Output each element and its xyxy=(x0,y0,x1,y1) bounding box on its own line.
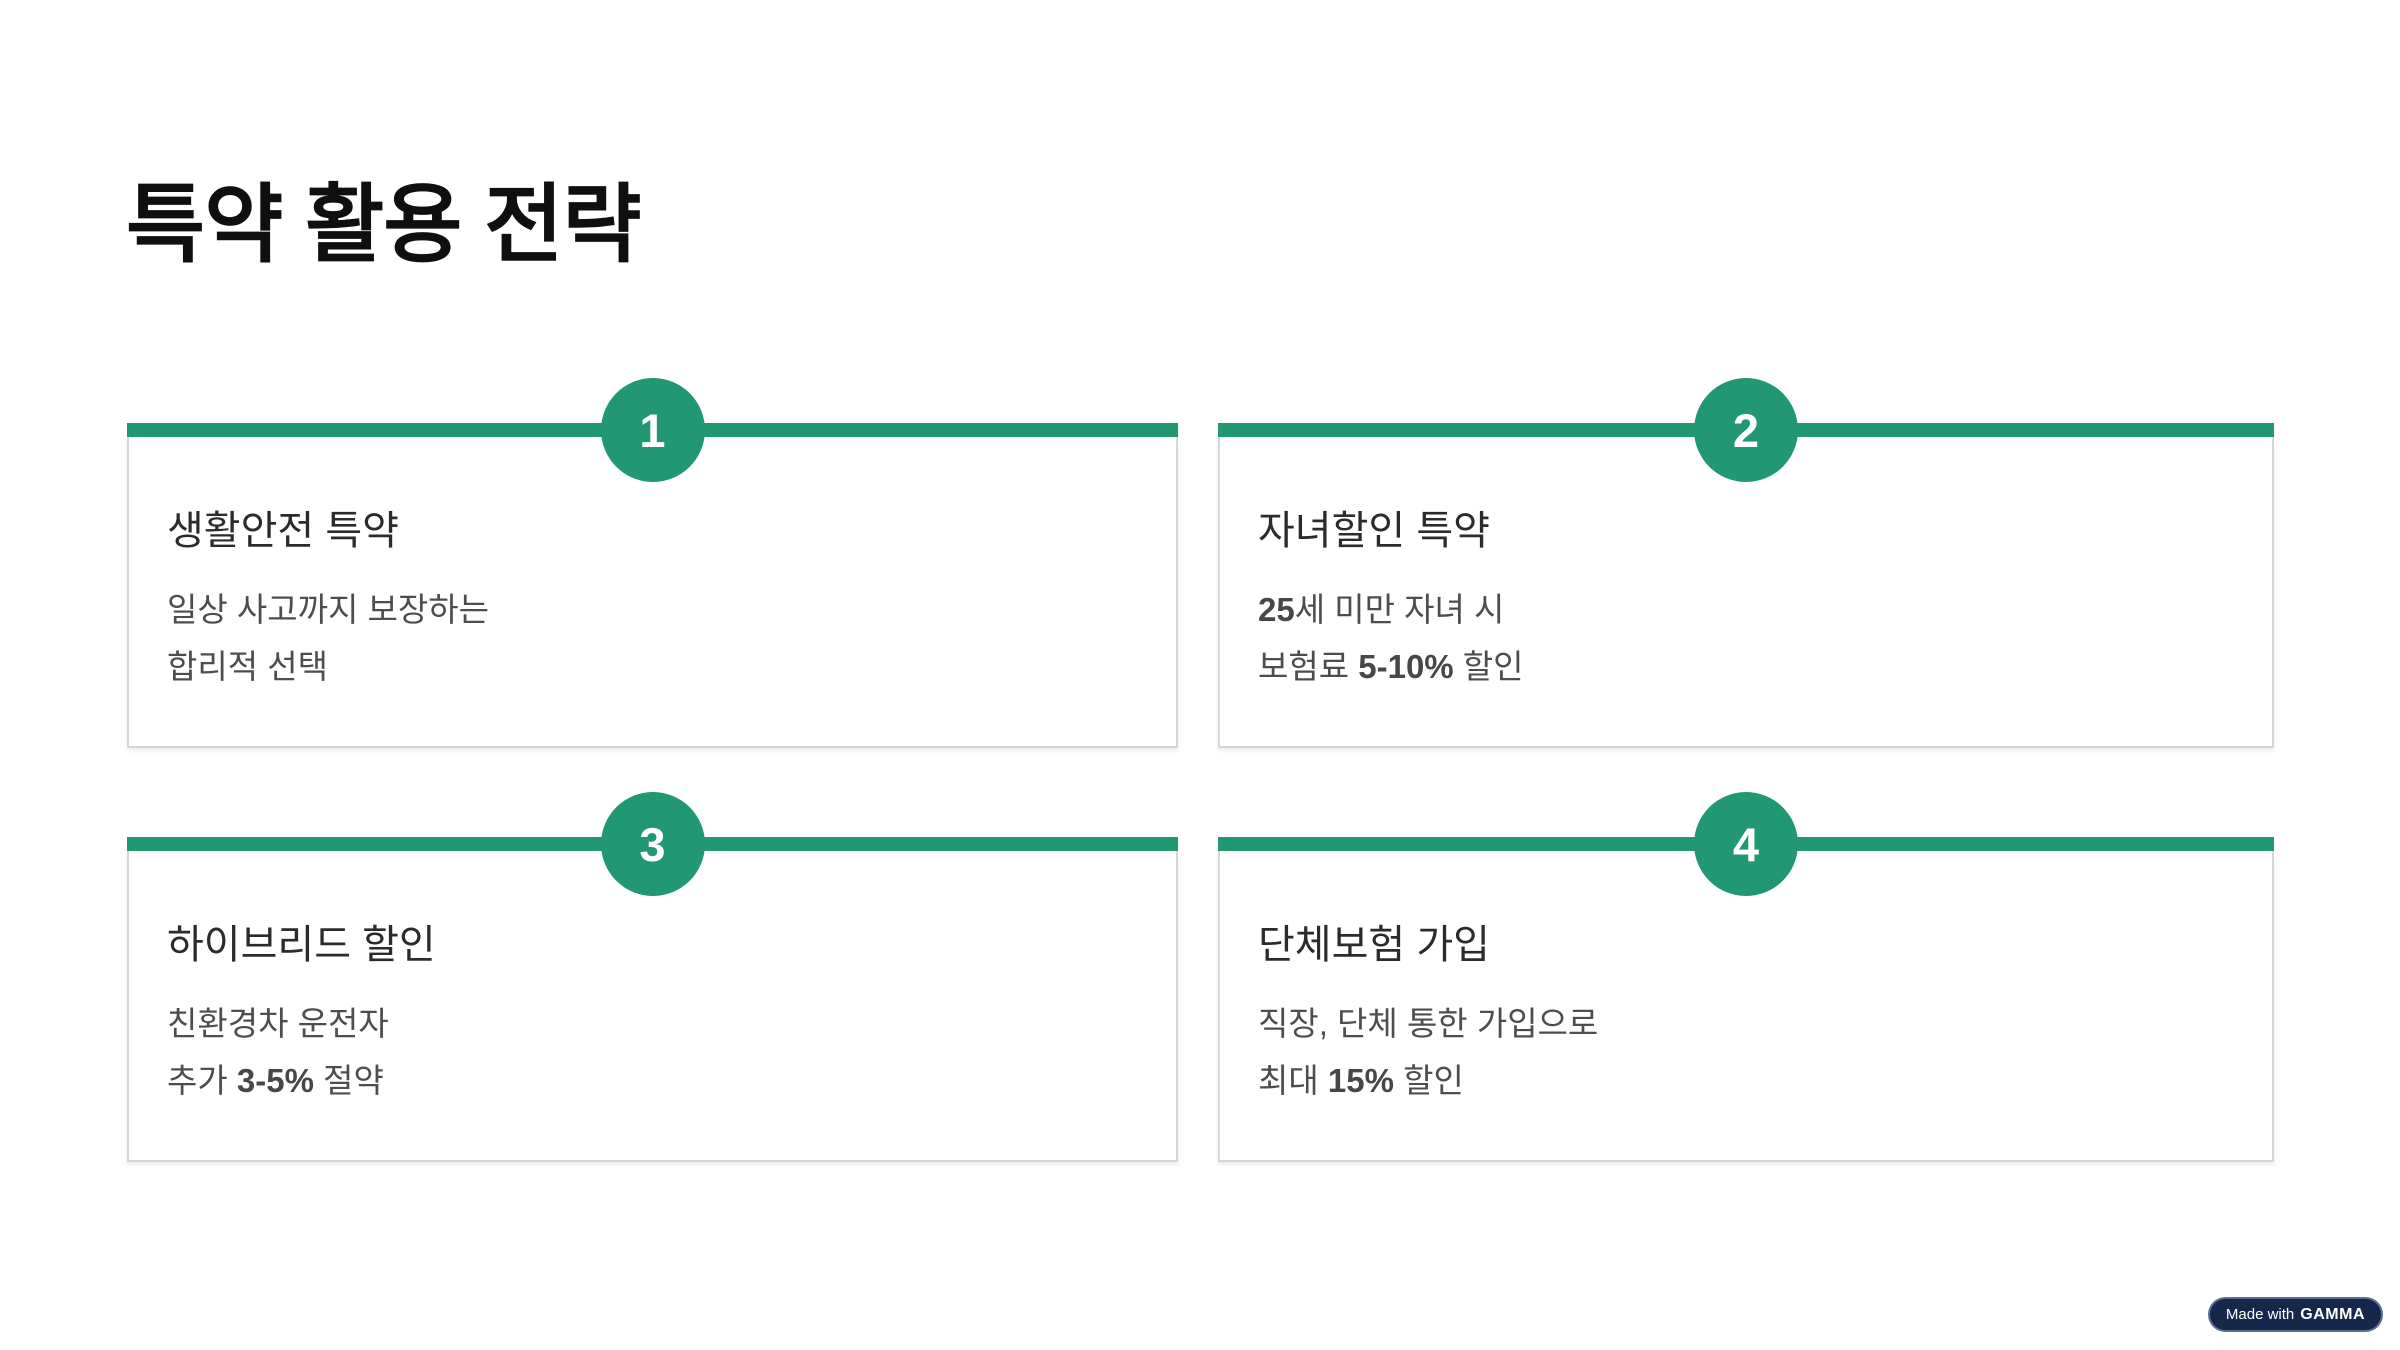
description-text-segment: 친환경차 운전자 xyxy=(167,1005,389,1042)
description-text-segment: 세 미만 자녀 시 xyxy=(1294,591,1505,628)
card-description-line: 보험료 5-10% 할인 xyxy=(1258,638,2232,695)
description-number-segment: 15% xyxy=(1327,1062,1394,1099)
description-text-segment: 최대 xyxy=(1258,1062,1328,1099)
description-text-segment: 절약 xyxy=(313,1062,384,1099)
card-title: 생활안전 특약 xyxy=(167,509,399,553)
description-text-segment: 보험료 xyxy=(1258,648,1359,685)
description-text-segment: 직장, 단체 통한 가입으로 xyxy=(1258,1005,1599,1042)
gamma-logo: GAMMA xyxy=(2300,1305,2365,1323)
description-text-segment: 추가 xyxy=(167,1062,237,1099)
step-number-badge: 2 xyxy=(1694,378,1798,482)
badge-made-with-label: Made with xyxy=(2225,1306,2295,1323)
page-title: 특약 활용 전략 xyxy=(126,177,642,273)
card-description-line: 최대 15% 할인 xyxy=(1258,1052,2232,1109)
description-text-segment: 일상 사고까지 보장하는 xyxy=(167,591,489,628)
card-description-line: 직장, 단체 통한 가입으로 xyxy=(1258,995,2232,1052)
step-number-badge: 1 xyxy=(600,378,705,482)
description-number-segment: 3-5% xyxy=(236,1062,314,1099)
step-number-badge: 4 xyxy=(1694,792,1798,896)
description-text-segment: 합리적 선택 xyxy=(167,648,328,685)
description-number-segment: 25 xyxy=(1258,591,1295,628)
made-with-gamma-badge[interactable]: Made with GAMMA xyxy=(2207,1297,2383,1332)
card-title: 하이브리드 할인 xyxy=(167,923,436,967)
description-text-segment: 할인 xyxy=(1393,1062,1464,1099)
card-description-line: 25세 미만 자녀 시 xyxy=(1258,581,2232,638)
card-description-line: 합리적 선택 xyxy=(167,638,1136,695)
description-number-segment: 5-10% xyxy=(1358,648,1454,685)
card-title: 자녀할인 특약 xyxy=(1258,509,1490,553)
card-description-line: 일상 사고까지 보장하는 xyxy=(167,581,1136,638)
description-text-segment: 할인 xyxy=(1453,648,1524,685)
card-title: 단체보험 가입 xyxy=(1258,923,1490,967)
card-description-line: 친환경차 운전자 xyxy=(167,995,1136,1052)
card-description-line: 추가 3-5% 절약 xyxy=(167,1052,1136,1109)
step-number-badge: 3 xyxy=(600,792,705,896)
